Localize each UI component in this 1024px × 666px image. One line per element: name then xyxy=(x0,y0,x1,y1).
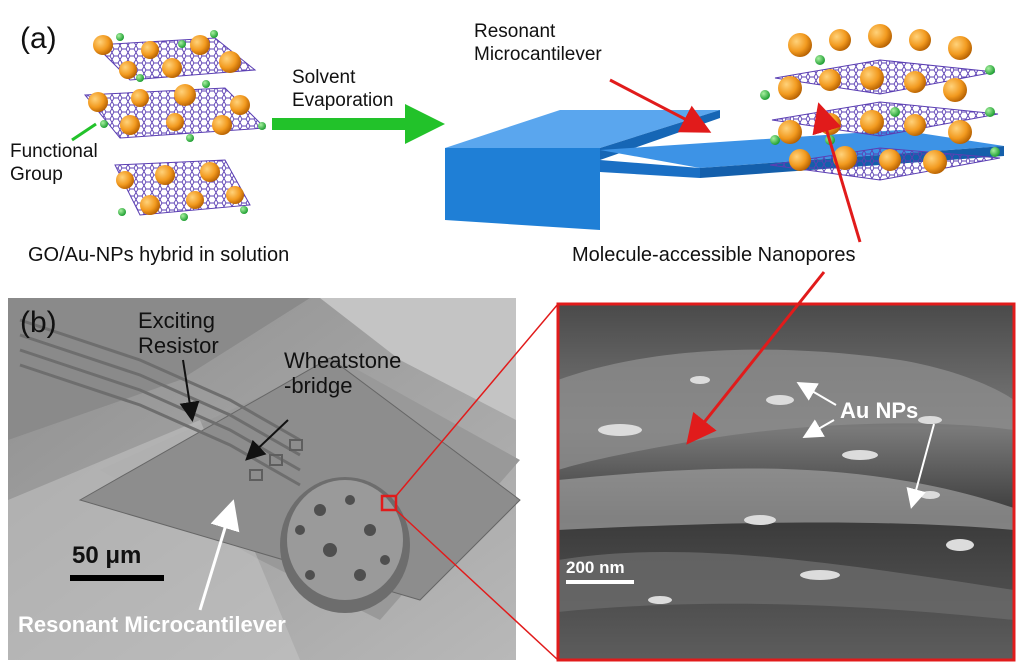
resonant-microcantilever-label: Resonant Microcantilever xyxy=(18,612,286,637)
au-np-arrow-1 xyxy=(796,381,837,406)
nanopores-caption: Molecule-accessible Nanopores xyxy=(572,244,856,266)
functional-group-arrow xyxy=(71,122,97,142)
panel-b-letter: (b) xyxy=(20,306,57,339)
wheatstone-arrow xyxy=(245,419,289,461)
functional-group-line1: Functional xyxy=(10,141,98,162)
nanopore-zoom-arrow xyxy=(686,271,826,445)
exciting-resistor-label: Exciting Resistor xyxy=(138,308,219,358)
au-nanoparticles-left xyxy=(88,35,250,215)
functional-group-line2: Group xyxy=(10,164,63,185)
cantilever-line2: Microcantilever xyxy=(474,44,602,65)
zoom-frame xyxy=(556,302,1016,662)
wheatstone-line2: -bridge xyxy=(284,373,353,398)
wheatstone-label: Wheatstone -bridge xyxy=(284,348,401,398)
panel-a-letter: (a) xyxy=(20,22,57,55)
au-np-arrow-2 xyxy=(802,419,835,438)
go-sheet-bottom xyxy=(114,159,251,216)
solvent-line2: Evaporation xyxy=(292,90,394,111)
au-np-arrow-3 xyxy=(906,423,935,509)
scale-bar-200nm xyxy=(566,580,634,584)
au-nanoparticles-right xyxy=(778,24,972,174)
functional-group-label: Functional Group xyxy=(10,140,98,186)
cantilever-label: Resonant Microcantilever xyxy=(474,20,602,66)
exciting-line1: Exciting xyxy=(138,308,216,333)
zoom-line-bottom xyxy=(395,509,559,661)
scale-bar-50um xyxy=(70,575,164,581)
sem-zoom-image xyxy=(558,304,1014,660)
au-nps-label: Au NPs xyxy=(840,398,919,423)
solvent-evaporation-arrow xyxy=(272,104,445,144)
hybrid-caption: GO/Au-NPs hybrid in solution xyxy=(28,244,290,266)
functional-groups-right xyxy=(760,55,1000,157)
cantilever-arrow xyxy=(609,78,712,133)
exciting-resistor-arrow xyxy=(179,359,200,422)
resonant-microcantilever-arrow xyxy=(198,499,240,611)
zoom-line-top xyxy=(395,303,559,497)
scale-50um-label: 50 μm xyxy=(72,542,142,569)
scale-200nm-label: 200 nm xyxy=(566,558,625,577)
nanopores-arrow xyxy=(812,102,862,243)
exciting-line2: Resistor xyxy=(138,333,219,358)
functional-groups-left xyxy=(100,30,266,221)
wheatstone-line1: Wheatstone xyxy=(284,348,402,373)
sem-left-image xyxy=(8,298,521,660)
solvent-evaporation-label: Solvent Evaporation xyxy=(292,66,393,112)
solvent-line1: Solvent xyxy=(292,67,356,88)
cantilever-line1: Resonant xyxy=(474,21,556,42)
